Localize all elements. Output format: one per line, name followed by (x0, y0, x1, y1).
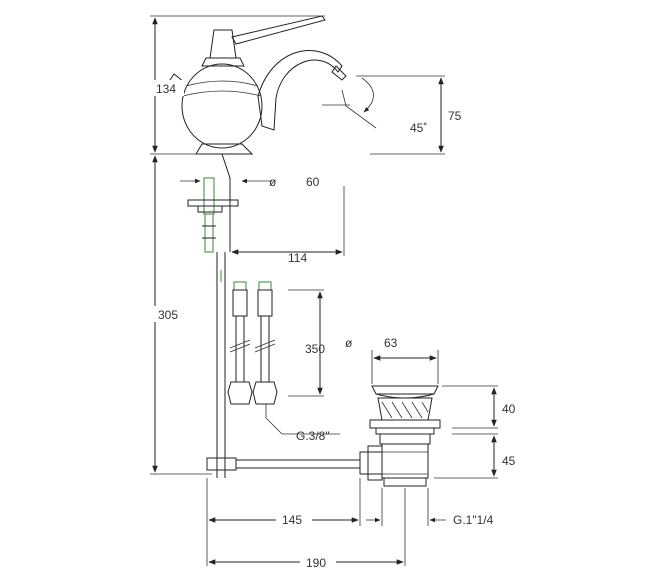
spout-reach-label: 114 (288, 251, 307, 265)
spout-reach-dimension: 114 (231, 186, 345, 265)
mounting-shank (187, 153, 239, 253)
pop-up-height-label: 40 (502, 402, 516, 416)
cartridge-cap (209, 29, 237, 59)
lever-handle (231, 15, 326, 45)
spout-height-dimension: 75 (356, 75, 462, 155)
drain-height-dimensions: 40 45 (434, 385, 516, 479)
tilt-angle-label: 45˚ (410, 121, 427, 135)
bottom-dimensions: 145 G.1"1/4 190 (206, 478, 494, 570)
drain-diameter-dimension: ø 63 (345, 336, 439, 384)
hole-diameter-dimension: ø 60 (180, 175, 320, 189)
drain-symbol: ø (345, 336, 353, 350)
drain-depth-label: 45 (502, 454, 516, 468)
spout (257, 50, 343, 131)
faucet-base (195, 143, 254, 155)
height-dimensions: 134 305 (150, 15, 325, 475)
linkage-rod (206, 252, 360, 478)
drain-body (381, 443, 429, 479)
faucet-height-label: 134 (156, 82, 176, 96)
drain-cap (371, 385, 439, 395)
total-length-label: 190 (306, 556, 326, 570)
overall-height-label: 305 (158, 308, 178, 322)
drain-diameter-label: 63 (384, 336, 398, 350)
hose-length-dimension: 350 (288, 289, 325, 397)
hose-thread-callout: G.3/8" (265, 404, 340, 443)
hose-thread-label: G.3/8" (296, 429, 330, 443)
aerator-angle: 45˚ (322, 77, 427, 135)
drain-thread-label: G.1"1/4 (453, 513, 494, 527)
faucet-body (169, 15, 347, 155)
hose-length-label: 350 (305, 342, 325, 356)
globe-body (181, 63, 263, 149)
hole-diameter-label: 60 (306, 175, 320, 189)
spout-height-label: 75 (448, 109, 462, 123)
pop-up-drain (359, 385, 441, 487)
hole-symbol: ø (269, 175, 277, 189)
flexible-hoses (227, 281, 278, 405)
rod-length-label: 145 (282, 513, 302, 527)
